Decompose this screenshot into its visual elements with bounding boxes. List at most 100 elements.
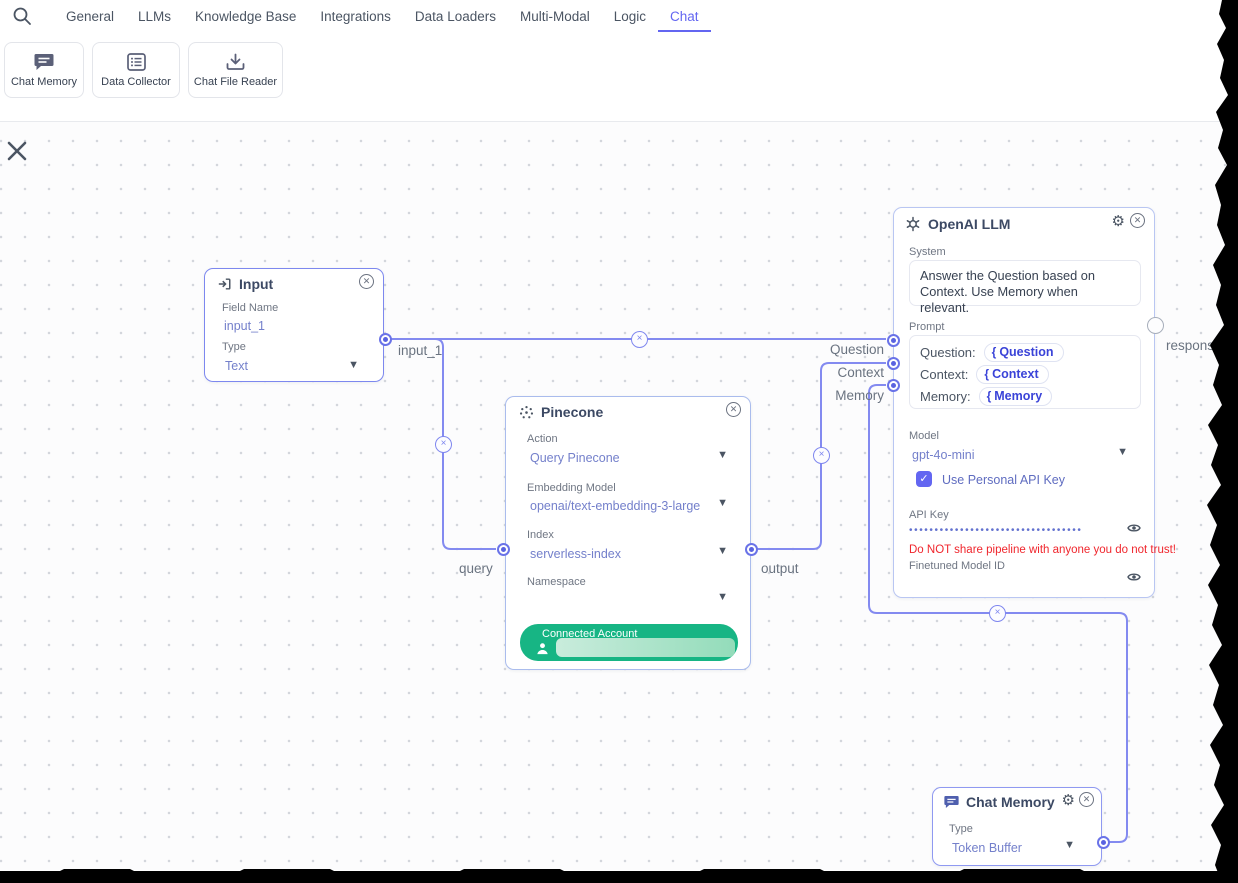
prompt-row: Memory: {Memory <box>920 385 1140 407</box>
handle-pinecone-output[interactable] <box>745 543 758 556</box>
chevron-down-icon[interactable]: ▼ <box>348 359 359 371</box>
index-label: Index <box>527 529 554 541</box>
eye-icon[interactable] <box>1127 571 1141 583</box>
brace-icon: { <box>991 344 997 359</box>
close-icon[interactable]: ✕ <box>726 402 741 417</box>
api-key-masked-value[interactable]: •••••••••••••••••••••••••••••••••• <box>909 525 1083 536</box>
edge-delete-button[interactable]: × <box>989 605 1006 622</box>
node-title: Input <box>239 276 274 292</box>
tab-integrations[interactable]: Integrations <box>320 8 391 24</box>
close-icon[interactable]: ✕ <box>359 274 374 289</box>
api-key-label: API Key <box>909 509 949 521</box>
tab-general[interactable]: General <box>66 8 115 24</box>
chevron-down-icon[interactable]: ▼ <box>717 449 728 461</box>
prompt-label: Prompt <box>909 321 945 333</box>
port-label-context: Context <box>837 365 884 380</box>
prompt-key: Memory: <box>920 388 971 404</box>
use-personal-api-key-checkbox[interactable]: ✓ <box>916 471 932 487</box>
field-name-label: Field Name <box>222 302 279 314</box>
action-select[interactable]: Query Pinecone <box>530 451 620 465</box>
chevron-down-icon[interactable]: ▼ <box>717 497 728 509</box>
gear-icon[interactable]: ⚙ <box>1061 792 1075 809</box>
type-select[interactable]: Token Buffer <box>952 841 1022 855</box>
tab-logic[interactable]: Logic <box>613 8 647 24</box>
palette-chat-file-reader[interactable]: Chat File Reader <box>188 42 283 98</box>
download-icon <box>226 53 245 70</box>
prompt-key: Context: <box>920 366 969 382</box>
edge-delete-button[interactable]: × <box>813 447 830 464</box>
handle-input-output[interactable] <box>379 333 392 346</box>
node-pinecone[interactable]: Pinecone ✕ Action Query Pinecone ▼ Embed… <box>505 396 751 670</box>
variable-chip-memory[interactable]: {Memory <box>978 386 1053 406</box>
prompt-box[interactable]: Question: {Question Context: {Context Me… <box>909 335 1141 409</box>
person-icon <box>537 643 548 655</box>
node-input[interactable]: Input ✕ Field Name input_1 Type Text ▼ <box>204 268 384 382</box>
eye-icon[interactable] <box>1127 522 1141 534</box>
chevron-down-icon[interactable]: ▼ <box>1117 446 1128 458</box>
connected-account-label: Connected Account <box>542 628 638 640</box>
palette-label: Chat Memory <box>10 75 78 88</box>
tab-llms[interactable]: LLMs <box>138 8 172 24</box>
tab-chat[interactable]: Chat <box>658 1 711 32</box>
brace-icon: { <box>986 388 992 403</box>
prompt-row: Context: {Context <box>920 363 1140 385</box>
nav-tabs: General LLMs Knowledge Base Integrations… <box>54 1 711 32</box>
chat-bubble-icon <box>34 53 54 70</box>
port-label-memory: Memory <box>835 388 884 403</box>
port-label-response: response <box>1166 338 1222 353</box>
brace-icon: { <box>984 366 990 381</box>
node-openai-llm[interactable]: OpenAI LLM ⚙ ✕ System Answer the Questio… <box>893 207 1176 598</box>
namespace-label: Namespace <box>527 576 586 588</box>
type-select[interactable]: Text <box>225 359 248 373</box>
handle-openai-context[interactable] <box>887 357 900 370</box>
tab-data-loaders[interactable]: Data Loaders <box>414 8 496 24</box>
edge-delete-button[interactable]: × <box>435 436 452 453</box>
model-label: Model <box>909 430 939 442</box>
top-navigation: General LLMs Knowledge Base Integrations… <box>0 0 1238 32</box>
close-icon[interactable]: ✕ <box>1130 213 1145 228</box>
chat-bubble-icon <box>944 796 959 808</box>
embedding-model-label: Embedding Model <box>527 482 616 494</box>
chevron-down-icon[interactable]: ▼ <box>717 591 728 603</box>
close-icon[interactable]: ✕ <box>1079 792 1094 807</box>
node-title: OpenAI LLM <box>928 216 1011 232</box>
port-label-input1: input_1 <box>398 343 443 358</box>
search-icon[interactable] <box>12 6 32 26</box>
chevron-down-icon[interactable]: ▼ <box>1064 839 1075 851</box>
port-label-question: Question <box>829 342 884 357</box>
api-key-warning: Do NOT share pipeline with anyone you do… <box>909 544 1176 556</box>
handle-chat-memory-output[interactable] <box>1097 836 1110 849</box>
node-title: Pinecone <box>541 404 604 420</box>
close-panel-icon[interactable] <box>5 139 29 163</box>
finetuned-model-label: Finetuned Model ID <box>909 560 1005 572</box>
handle-openai-question[interactable] <box>887 334 900 347</box>
prompt-row: Question: {Question <box>920 341 1140 363</box>
palette-data-collector[interactable]: Data Collector <box>92 42 180 98</box>
connected-account-button[interactable]: Connected Account <box>520 624 738 661</box>
variable-chip-question[interactable]: {Question <box>983 342 1064 362</box>
field-name-value[interactable]: input_1 <box>224 319 266 333</box>
input-icon <box>218 278 231 290</box>
palette-chat-memory[interactable]: Chat Memory <box>4 42 84 98</box>
handle-pinecone-query[interactable] <box>497 543 510 556</box>
handle-openai-memory[interactable] <box>887 379 900 392</box>
account-name-redacted <box>556 638 735 657</box>
pinecone-icon <box>519 405 534 418</box>
variable-chip-context[interactable]: {Context <box>976 364 1049 384</box>
handle-openai-response[interactable] <box>1147 317 1164 334</box>
index-select[interactable]: serverless-index <box>530 547 622 561</box>
gear-icon[interactable]: ⚙ <box>1111 213 1125 230</box>
embedding-model-select[interactable]: openai/text-embedding-3-large <box>530 499 701 513</box>
node-chat-memory[interactable]: Chat Memory ⚙ ✕ Type Token Buffer ▼ <box>932 787 1102 866</box>
action-label: Action <box>527 433 558 445</box>
tab-multi-modal[interactable]: Multi-Modal <box>519 8 590 24</box>
tab-knowledge-base[interactable]: Knowledge Base <box>195 8 297 24</box>
port-label-query: query <box>459 561 493 576</box>
chevron-down-icon[interactable]: ▼ <box>717 545 728 557</box>
prompt-key: Question: <box>920 344 976 360</box>
edge-delete-button[interactable]: × <box>631 331 648 348</box>
system-textarea[interactable]: Answer the Question based on Context. Us… <box>909 260 1141 315</box>
model-select[interactable]: gpt-4o-mini <box>912 448 975 462</box>
system-label: System <box>909 246 946 258</box>
